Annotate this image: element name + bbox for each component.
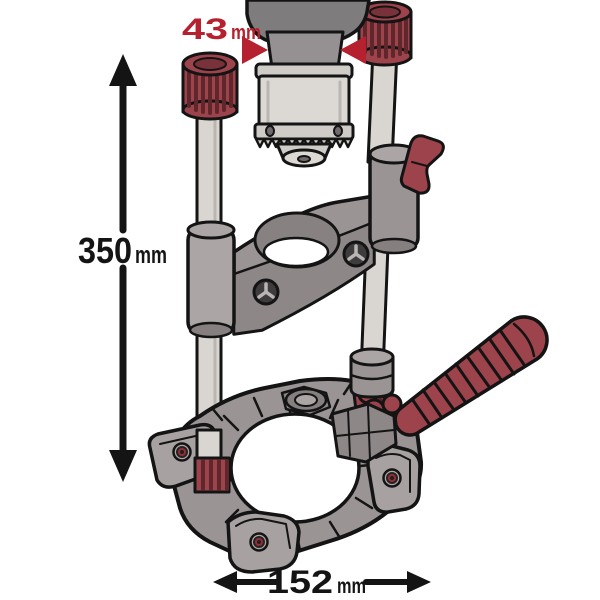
clamp-screw xyxy=(252,278,280,306)
left-rod-base-collar xyxy=(193,428,231,494)
left-rod-sleeve xyxy=(186,220,236,339)
neck-value: 43 xyxy=(182,13,228,46)
chuck-key-hole xyxy=(265,125,275,137)
width-unit: mm xyxy=(337,575,366,598)
rod-collar xyxy=(349,347,395,399)
cam-lock-lever xyxy=(399,134,445,195)
clamp-hole xyxy=(262,236,330,268)
neck-arrow-left-icon xyxy=(340,36,366,64)
chuck-bit-hole xyxy=(297,155,311,163)
height-unit: mm xyxy=(135,242,167,269)
arrow-right-head xyxy=(407,571,431,593)
arrow-left-head xyxy=(213,571,237,593)
grommet xyxy=(249,532,269,552)
width-dimension-annotation: 152 mm xyxy=(213,564,431,600)
base-pad-bottom xyxy=(226,510,301,574)
handle-grip-ribs xyxy=(410,328,527,427)
base-pad-right xyxy=(366,443,422,514)
width-double-arrow-icon xyxy=(213,571,431,593)
left-knob-ribs xyxy=(187,66,233,115)
height-dimension-annotation: 350 mm xyxy=(78,54,167,482)
handle-grip xyxy=(393,315,549,437)
neck-dimension-annotation: 43 mm xyxy=(182,13,366,64)
clamp-screw xyxy=(342,240,370,268)
left-depth-stop-knob xyxy=(181,51,239,121)
base-collar-ribs xyxy=(201,459,229,491)
base-washer-recess xyxy=(280,385,332,417)
grommet xyxy=(172,442,192,462)
chuck-key-hole xyxy=(333,125,343,137)
drill-chuck xyxy=(253,62,355,168)
neck-unit: mm xyxy=(231,22,261,44)
grommet xyxy=(382,468,402,488)
base-raised-block xyxy=(330,402,398,464)
arrow-down-head xyxy=(109,450,137,482)
height-double-arrow-icon xyxy=(109,54,137,482)
arrow-up-head xyxy=(109,54,137,86)
handle-assembly xyxy=(330,315,549,464)
drill-body xyxy=(245,0,371,75)
width-value: 152 xyxy=(267,564,333,600)
clamp-bracket xyxy=(186,134,445,339)
neck-arrow-right-icon xyxy=(242,36,268,64)
height-value: 350 xyxy=(78,230,132,271)
